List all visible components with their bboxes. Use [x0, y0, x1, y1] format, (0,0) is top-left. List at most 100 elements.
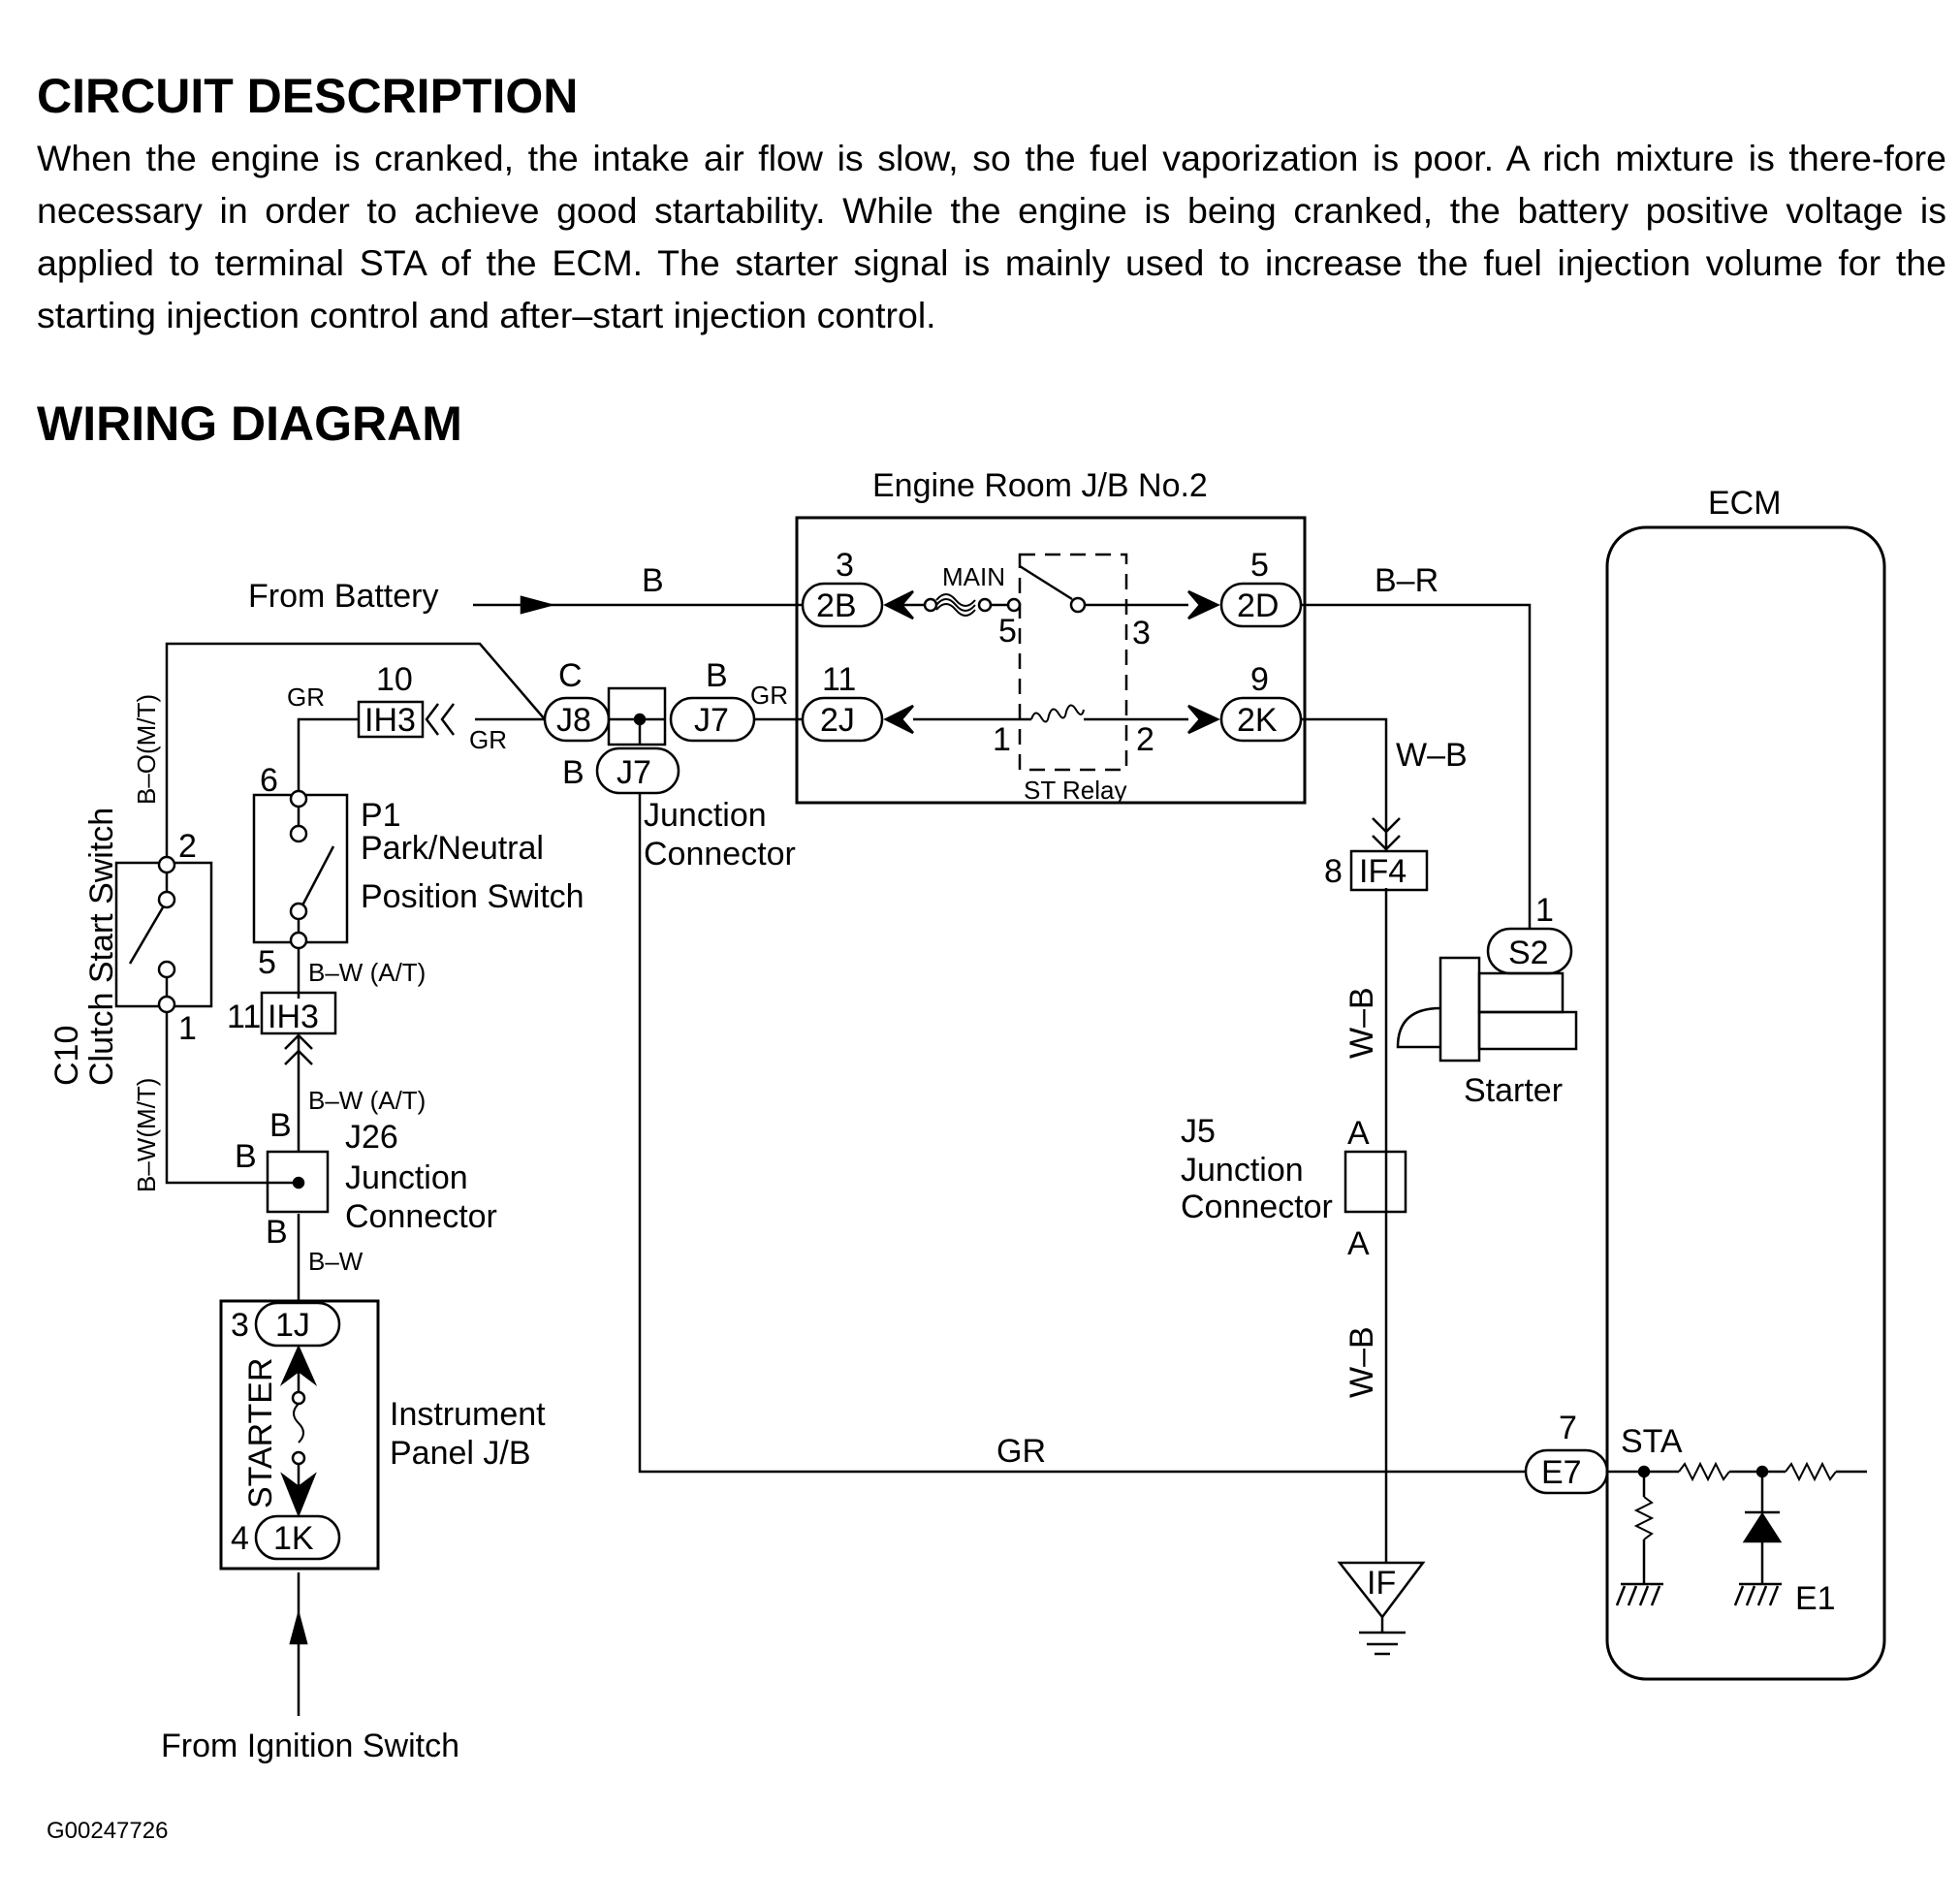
circuit-description-body: When the engine is cranked, the intake a…: [37, 138, 1946, 335]
relay-pin-5: 5: [998, 613, 1017, 650]
j26-label-1: Junction: [345, 1159, 468, 1196]
wire-color-gr-j7-2j: GR: [750, 681, 788, 710]
instrument-panel-jb-box: [219, 1299, 380, 1571]
wire-2d-starter: [1301, 603, 1532, 929]
if4-arrow-icon: [1372, 817, 1401, 851]
wiring-diagram-title: WIRING DIAGRAM: [37, 397, 462, 451]
j5-code: J5: [1181, 1113, 1216, 1150]
relay-pin-3: 3: [1132, 615, 1151, 651]
connector-j8-label: J8: [556, 702, 591, 739]
resistor-icon: [1785, 1461, 1837, 1482]
clutch-code: C10: [48, 1026, 85, 1086]
circuit-description-title: CIRCUIT DESCRIPTION: [37, 69, 579, 123]
wire-color-bo-mt: B–O(M/T): [132, 694, 161, 805]
figure-code: G00247726: [47, 1818, 169, 1844]
e1-ground-label: E1: [1795, 1580, 1836, 1617]
terminal-1j-icon: [279, 1344, 318, 1386]
p1-code: P1: [361, 797, 401, 834]
j5-label-2: Connector: [1181, 1189, 1333, 1225]
ipjb-pin-4: 4: [231, 1520, 249, 1557]
diode-icon: [1742, 1511, 1783, 1543]
ipjb-pin-3: 3: [231, 1307, 249, 1344]
connector-2d-label: 2D: [1237, 587, 1279, 624]
relay-pin-2: 2: [1136, 721, 1154, 758]
engine-room-jb-label: Engine Room J/B No.2: [872, 467, 1208, 504]
ih3-lower-label: IH3: [268, 999, 319, 1035]
wire-color-gr-j8-ih3: GR: [469, 725, 507, 754]
ih3-upper-arrow-icon: [425, 703, 455, 736]
junction-connector-label-1: Junction: [644, 797, 767, 834]
terminal-2b-icon: [883, 589, 914, 620]
clutch-pin-2: 2: [178, 828, 197, 865]
ipjb-label-2: Panel J/B: [390, 1435, 531, 1472]
connector-e7-label: E7: [1541, 1454, 1582, 1491]
p1-label-1: Park/Neutral: [361, 830, 544, 867]
connector-2k-label: 2K: [1237, 702, 1278, 739]
connector-2j-label: 2J: [820, 702, 855, 739]
ih3-lower-pin: 11: [227, 999, 261, 1035]
j26-pin-left: B: [235, 1138, 257, 1175]
starter-label: Starter: [1464, 1072, 1563, 1109]
starter-motor-icon: [1396, 956, 1578, 1063]
wire-color-wb: W–B: [1396, 737, 1468, 774]
wire-color-bw-mt: B–W(M/T): [132, 1078, 161, 1192]
from-battery-label: From Battery: [248, 578, 438, 615]
connector-j7-bottom: [595, 746, 680, 795]
wire-ih3-p1: [297, 717, 359, 795]
connector-2j: [801, 696, 884, 743]
j5-pin-bottom: A: [1347, 1225, 1370, 1262]
resistor-icon: [1678, 1461, 1730, 1482]
wire-color-gr-ih3-p1: GR: [287, 682, 325, 712]
clutch-label: Clutch Start Switch: [83, 808, 120, 1086]
connector-2d: [1219, 582, 1303, 628]
j26-code: J26: [345, 1119, 398, 1156]
wire-color-wb-vert-1: W–B: [1344, 987, 1380, 1059]
ipjb-fuse-label: STARTER: [242, 1357, 279, 1508]
connector-ih3-upper: [357, 700, 425, 739]
ignition-arrow-icon: [289, 1609, 308, 1645]
junction-j7-pin: B: [706, 657, 728, 694]
st-relay-box: [1018, 553, 1128, 772]
p1-label-2: Position Switch: [361, 878, 585, 915]
relay-switch-icon: [1019, 564, 1073, 601]
clutch-switch-icon: [128, 906, 165, 965]
from-ignition-label: From Ignition Switch: [161, 1728, 459, 1764]
ground-if-label: IF: [1367, 1565, 1396, 1602]
pin-2k: 9: [1250, 661, 1269, 698]
wire-color-bw-at-1: B–W (A/T): [308, 958, 426, 987]
ground-icon: [1733, 1582, 1782, 1606]
terminal-2k-icon: [1187, 704, 1220, 735]
main-fuse-icon: [935, 593, 976, 617]
j26-pin-top: B: [269, 1107, 292, 1144]
starter-fuse-icon: [293, 1403, 304, 1444]
clutch-pin-1: 1: [178, 1010, 197, 1047]
wire-gr-main: [638, 793, 1526, 1474]
clutch-switch-box: [114, 861, 213, 1008]
ecm-pin-7: 7: [1559, 1410, 1577, 1446]
connector-j7-bottom-label: J7: [616, 754, 651, 791]
relay-pin-1: 1: [993, 721, 1011, 758]
pin-2d: 5: [1250, 547, 1269, 584]
ih3-upper-pin: 10: [376, 661, 413, 698]
pin-2b: 3: [836, 547, 854, 584]
connector-2b-label: 2B: [816, 587, 857, 624]
wire-color-br: B–R: [1375, 562, 1438, 599]
j26-box: [266, 1150, 330, 1214]
junction-dot-icon: [292, 1176, 305, 1190]
junction-dot-icon: [633, 713, 647, 726]
connector-j7-label: J7: [694, 702, 729, 739]
wire-color-gr-main: GR: [996, 1433, 1046, 1470]
ih3-lower-arrow-icon: [284, 1033, 313, 1065]
st-relay-label: ST Relay: [1024, 776, 1126, 805]
sta-terminal-label: STA: [1621, 1423, 1683, 1460]
if4-label: IF4: [1359, 853, 1407, 890]
ground-icon: [1615, 1582, 1663, 1606]
park-neutral-switch-box: [252, 793, 349, 944]
if4-pin: 8: [1324, 853, 1343, 890]
ih3-upper-label: IH3: [364, 702, 416, 739]
wire-2k-if4: [1301, 717, 1388, 851]
connector-2k: [1219, 696, 1303, 743]
terminal-1k-icon: [280, 1472, 317, 1518]
battery-arrow-icon: [520, 595, 555, 615]
